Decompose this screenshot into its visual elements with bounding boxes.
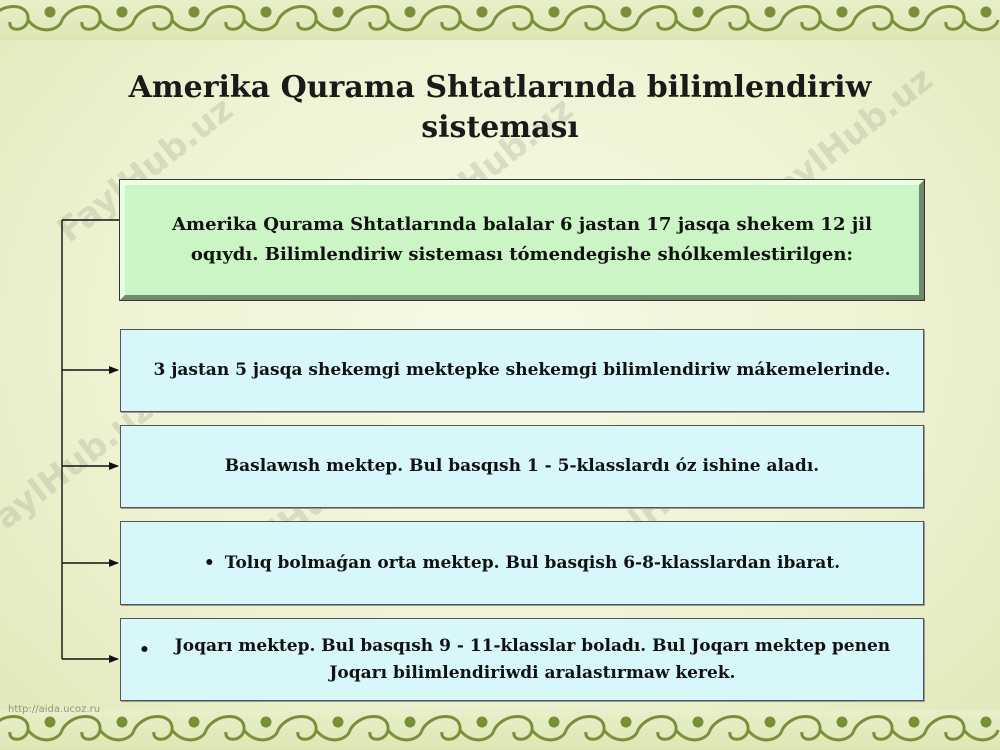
top-ornament-swirl bbox=[780, 5, 856, 32]
bottom-ornament-swirl bbox=[708, 715, 784, 742]
bottom-ornament-swirl bbox=[852, 715, 928, 742]
top-ornament-swirl bbox=[924, 5, 1000, 32]
top-ornament-dot bbox=[836, 6, 848, 18]
bottom-ornament-swirl bbox=[348, 715, 424, 742]
top-ornament-swirl bbox=[60, 5, 136, 32]
stage-box-middle: • Tolıq bolmaǵan orta mektep. Bul basqis… bbox=[120, 521, 924, 605]
intro-box: Amerika Qurama Shtatlarında balalar 6 ja… bbox=[119, 179, 925, 301]
stage-text: Baslawısh mektep. Bul basqısh 1 - 5-klas… bbox=[224, 456, 820, 476]
top-ornament-dot bbox=[404, 6, 416, 18]
bottom-ornament-dot bbox=[404, 716, 416, 728]
source-url-watermark: http://aida.ucoz.ru bbox=[8, 704, 101, 715]
bottom-ornament-swirl bbox=[276, 715, 352, 742]
top-ornament-dot bbox=[620, 6, 632, 18]
bottom-ornament-swirl bbox=[924, 715, 1000, 742]
bottom-ornament-dot bbox=[764, 716, 776, 728]
bottom-ornament-swirl bbox=[0, 715, 64, 742]
top-ornament-swirl bbox=[492, 5, 568, 32]
bottom-ornament-dot bbox=[980, 716, 992, 728]
bullet-icon: • bbox=[203, 552, 215, 573]
top-ornament-dot bbox=[476, 6, 488, 18]
bottom-ornament-dot bbox=[188, 716, 200, 728]
slide-title: Amerika Qurama Shtatlarında bilimlendiri… bbox=[128, 70, 872, 145]
intro-text: Amerika Qurama Shtatlarında balalar 6 ja… bbox=[172, 214, 872, 265]
top-ornament-border bbox=[0, 0, 1000, 40]
bottom-ornament-dot bbox=[692, 716, 704, 728]
bottom-ornament-dot bbox=[332, 716, 344, 728]
top-ornament-swirl bbox=[852, 5, 928, 32]
stage-box-primary: Baslawısh mektep. Bul basqısh 1 - 5-klas… bbox=[120, 425, 924, 508]
top-ornament-dot bbox=[764, 6, 776, 18]
top-ornament-swirl bbox=[132, 5, 208, 32]
stage-text: 3 jastan 5 jasqa shekemgi mektepke sheke… bbox=[153, 360, 891, 380]
bottom-ornament-dot bbox=[476, 716, 488, 728]
stage-box-preschool: 3 jastan 5 jasqa shekemgi mektepke sheke… bbox=[120, 329, 924, 412]
top-ornament-dot bbox=[260, 6, 272, 18]
top-ornament-swirl bbox=[420, 5, 496, 32]
bottom-ornament-dot bbox=[620, 716, 632, 728]
bottom-ornament-swirl bbox=[780, 715, 856, 742]
top-ornament-swirl bbox=[0, 5, 64, 32]
top-ornament-swirl bbox=[348, 5, 424, 32]
top-ornament-swirl bbox=[564, 5, 640, 32]
top-ornament-swirl bbox=[708, 5, 784, 32]
top-ornament-dot bbox=[116, 6, 128, 18]
top-ornament-swirl bbox=[636, 5, 712, 32]
bottom-ornament-swirl bbox=[636, 715, 712, 742]
top-ornament-swirl bbox=[204, 5, 280, 32]
top-ornament-dot bbox=[908, 6, 920, 18]
bottom-ornament-dot bbox=[44, 716, 56, 728]
bottom-ornament-dot bbox=[908, 716, 920, 728]
bullet-icon: • bbox=[139, 640, 150, 660]
stage-text: Joqarı mektep. Bul basqısh 9 - 11-klassl… bbox=[174, 635, 891, 683]
stage-text: Tolıq bolmaǵan orta mektep. Bul basqish … bbox=[224, 552, 841, 573]
bottom-ornament-swirl bbox=[420, 715, 496, 742]
bottom-ornament-dot bbox=[548, 716, 560, 728]
bottom-ornament-dot bbox=[260, 716, 272, 728]
top-ornament-swirl bbox=[276, 5, 352, 32]
top-ornament-dot bbox=[332, 6, 344, 18]
bottom-ornament-swirl bbox=[564, 715, 640, 742]
top-ornament-dot bbox=[980, 6, 992, 18]
bottom-ornament-border bbox=[0, 710, 1000, 750]
bottom-ornament-swirl bbox=[60, 715, 136, 742]
bottom-ornament-swirl bbox=[132, 715, 208, 742]
bottom-ornament-dot bbox=[836, 716, 848, 728]
top-ornament-dot bbox=[692, 6, 704, 18]
stage-box-high: • Joqarı mektep. Bul basqısh 9 - 11-klas… bbox=[120, 618, 924, 701]
top-ornament-dot bbox=[188, 6, 200, 18]
top-ornament-dot bbox=[44, 6, 56, 18]
top-ornament-dot bbox=[548, 6, 560, 18]
bottom-ornament-swirl bbox=[204, 715, 280, 742]
bottom-ornament-swirl bbox=[492, 715, 568, 742]
bottom-ornament-dot bbox=[116, 716, 128, 728]
